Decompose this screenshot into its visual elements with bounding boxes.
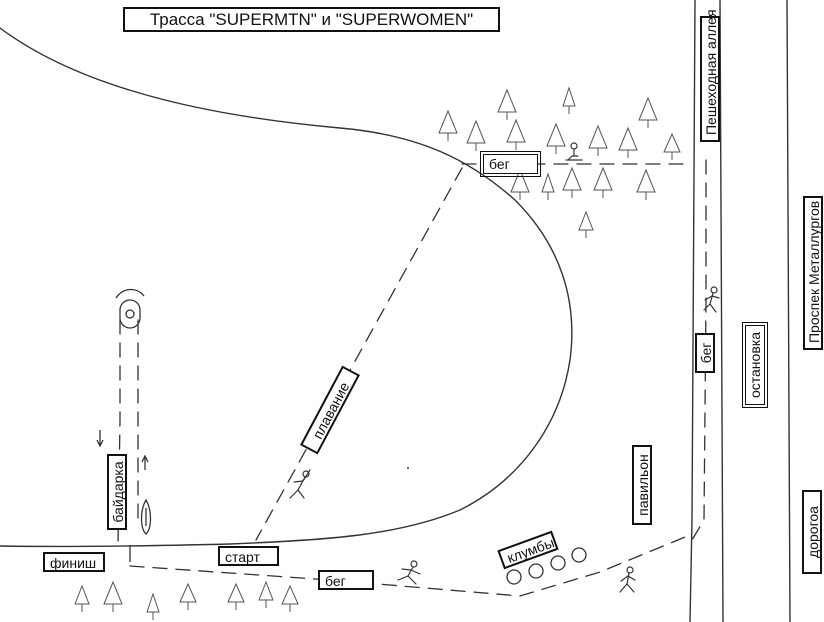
tree-icon — [541, 172, 555, 200]
label-run-bottom: бег — [318, 570, 374, 590]
label-pedestrian-alley: Пешеходная аллея — [700, 9, 720, 142]
tree-icon — [466, 119, 486, 151]
kayak-route-left — [117, 319, 121, 546]
map-title: Трасса "SUPERMTN" и "SUPERWOMEN" — [123, 7, 500, 32]
tree-icon — [281, 584, 299, 612]
tree-icon — [179, 582, 197, 610]
label-metallurgists-avenue: Проспек Металлургов — [803, 196, 823, 350]
tree-icon — [74, 584, 90, 612]
flowerbed — [571, 547, 587, 563]
runner-icon — [703, 286, 720, 313]
tree-icon — [146, 592, 160, 620]
kayak-turnaround — [119, 299, 141, 329]
flowerbed — [550, 555, 566, 571]
tree-icon — [546, 122, 566, 154]
tree-icon — [497, 88, 517, 120]
tree-icon — [618, 126, 638, 158]
tree-icon — [103, 580, 123, 612]
tree-icon — [438, 109, 458, 141]
turnaround-arrow-icon — [115, 288, 145, 299]
label-finish: финиш — [43, 552, 105, 572]
label-pavilion: павильон — [632, 445, 652, 525]
tree-icon — [578, 210, 594, 238]
flowerbed — [506, 569, 522, 585]
lake-shoreline — [0, 27, 573, 548]
runner-icon — [619, 566, 636, 593]
tree-icon — [227, 582, 245, 610]
tree-icon — [510, 168, 530, 200]
tree-icon — [636, 168, 656, 200]
run-route-bottom — [129, 534, 691, 597]
tree-icon — [506, 118, 526, 150]
tree-icon — [593, 166, 613, 198]
kayak-arrow-up-icon — [141, 454, 149, 470]
center-dot — [407, 467, 409, 469]
tree-icon — [562, 166, 582, 198]
avenue-left-edge — [786, 0, 791, 622]
tree-icon — [638, 96, 658, 128]
label-road: дорогоа — [802, 490, 822, 574]
tree-icon — [562, 86, 576, 114]
pedestrian-alley-right-edge — [719, 0, 724, 622]
label-start: старт — [218, 546, 279, 566]
turnaround-buoy — [125, 309, 135, 319]
flowerbed — [528, 563, 544, 579]
label-run-right: бег — [695, 333, 715, 373]
label-run-top: бег — [480, 151, 541, 177]
label-kayak: байдарка — [107, 454, 127, 530]
kayak-arrow-down-icon — [96, 430, 104, 448]
pedestrian-alley-left-edge — [689, 0, 696, 622]
cyclist-icon — [565, 142, 583, 161]
swim-route — [255, 167, 463, 541]
tree-icon — [588, 124, 608, 156]
tree-icon — [663, 132, 681, 160]
kayak-icon — [140, 498, 152, 535]
tree-icon — [258, 580, 274, 608]
swimmer-icon — [289, 469, 311, 499]
label-bus-stop: остановка — [744, 313, 766, 417]
run-route-right — [691, 159, 707, 541]
runner-icon — [397, 560, 421, 585]
